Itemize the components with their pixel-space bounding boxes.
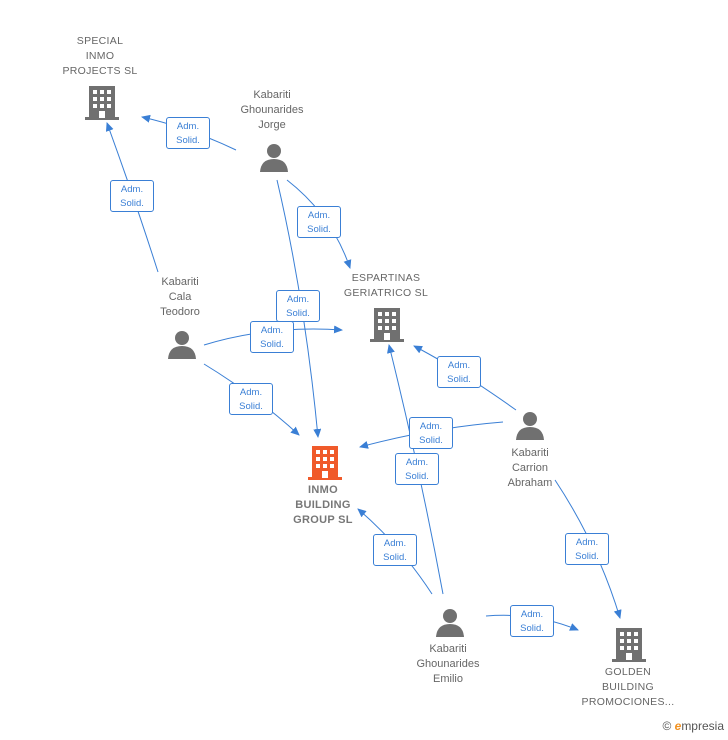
copyright-icon: © <box>662 719 672 733</box>
person-label: Kabariti Ghounarides Jorge <box>240 89 304 131</box>
person-icon <box>436 609 464 637</box>
edge-badge: Adm.Solid. <box>276 290 320 322</box>
person-label: Kabariti Carrion Abraham <box>507 447 553 489</box>
company-node-espartinas[interactable]: ESPARTINAS GERIATRICO SL <box>325 271 447 301</box>
company-label: INMO BUILDING GROUP SL <box>293 484 353 526</box>
person-label: Kabariti Cala Teodoro <box>160 276 200 318</box>
edge-badge: Adm.Solid. <box>110 180 154 212</box>
building-icon <box>85 86 119 120</box>
company-node-golden-building[interactable]: GOLDEN BUILDING PROMOCIONES... <box>568 665 688 710</box>
edge-badge: Adm.Solid. <box>409 417 453 449</box>
edge-badge: Adm.Solid. <box>373 534 417 566</box>
person-icon <box>516 412 544 440</box>
edge-badge: Adm.Solid. <box>229 383 273 415</box>
edge-badge: Adm.Solid. <box>395 453 439 485</box>
company-node-special-inmo[interactable]: SPECIAL INMO PROJECTS SL <box>44 34 156 79</box>
brand-initial: e <box>674 719 682 733</box>
edge-badge: Adm.Solid. <box>250 321 294 353</box>
person-node-teodoro[interactable]: Kabariti Cala Teodoro <box>130 275 230 320</box>
person-node-abraham[interactable]: Kabariti Carrion Abraham <box>480 446 580 491</box>
company-node-inmo-building[interactable]: INMO BUILDING GROUP SL <box>268 483 378 528</box>
edge-badge: Adm.Solid. <box>437 356 481 388</box>
brand-watermark: © empresia <box>662 719 724 733</box>
person-icon <box>260 144 288 172</box>
person-icon <box>168 331 196 359</box>
building-icon <box>612 628 646 662</box>
brand-name: mpresia <box>681 719 724 733</box>
edge-badge: Adm.Solid. <box>166 117 210 149</box>
company-label: SPECIAL INMO PROJECTS SL <box>62 35 138 77</box>
edge-badge: Adm.Solid. <box>510 605 554 637</box>
person-node-emilio[interactable]: Kabariti Ghounarides Emilio <box>398 642 498 687</box>
building-icon <box>308 446 342 480</box>
company-label: GOLDEN BUILDING PROMOCIONES... <box>581 666 675 708</box>
building-icon <box>370 308 404 342</box>
person-label: Kabariti Ghounarides Emilio <box>416 643 480 685</box>
company-label: ESPARTINAS GERIATRICO SL <box>343 272 429 299</box>
edge-badge: Adm.Solid. <box>565 533 609 565</box>
edge-badge: Adm.Solid. <box>297 206 341 238</box>
person-node-jorge[interactable]: Kabariti Ghounarides Jorge <box>222 88 322 133</box>
